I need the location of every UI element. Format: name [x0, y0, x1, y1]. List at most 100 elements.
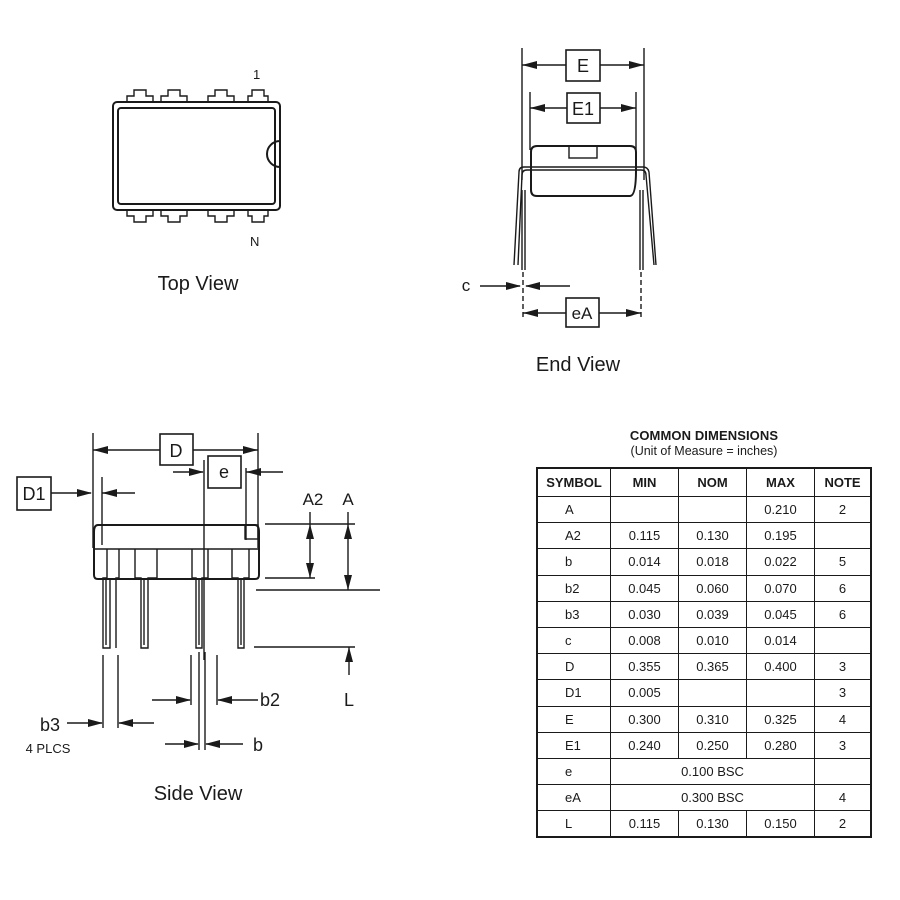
- cell-max: 0.070: [746, 574, 815, 602]
- cell-symbol: b3: [536, 600, 611, 628]
- cell-symbol: D: [536, 653, 611, 681]
- cell-note: 3: [814, 653, 872, 681]
- cell-min: 0.014: [610, 548, 679, 576]
- cell-note: [814, 522, 872, 550]
- dim-box-eA: [565, 297, 600, 328]
- cell-nom: 0.310: [678, 705, 747, 733]
- dim-box-E1: [566, 92, 601, 124]
- table-subtitle: (Unit of Measure = inches): [630, 444, 778, 458]
- package-body-inner: [117, 107, 276, 205]
- pin1-notch: [266, 140, 281, 168]
- cell-max: 0.022: [746, 548, 815, 576]
- cell-symbol: b: [536, 548, 611, 576]
- dim-label-D1: D1: [22, 484, 45, 504]
- table-title: COMMON DIMENSIONS: [629, 428, 779, 443]
- pinN-label: N: [250, 234, 259, 249]
- cell-note: 6: [814, 574, 872, 602]
- dim-label-b: b: [253, 735, 263, 755]
- header-note: NOTE: [814, 467, 872, 497]
- cell-max: 0.045: [746, 600, 815, 628]
- dim-label-eA: eA: [572, 304, 593, 323]
- cell-min: 0.115: [610, 810, 679, 838]
- bottom-pins: [126, 210, 269, 223]
- cell-max: 0.400: [746, 653, 815, 681]
- cell-min: 0.115: [610, 522, 679, 550]
- cell-note: [814, 757, 872, 786]
- dim-box-D: [159, 433, 194, 466]
- cell-min: 0.300: [610, 705, 679, 733]
- cell-symbol: e: [536, 757, 611, 786]
- cell-symbol: L: [536, 810, 611, 838]
- cell-note: 5: [814, 548, 872, 576]
- cell-max: 0.280: [746, 731, 815, 759]
- dim-label-A: A: [342, 490, 354, 509]
- end-tab: [568, 145, 598, 159]
- dim-label-A2: A2: [303, 490, 324, 509]
- cell-nom: 0.010: [678, 626, 747, 655]
- dim-label-L: L: [344, 690, 354, 710]
- dim-box-e: [207, 455, 242, 489]
- cell-min: 0.355: [610, 653, 679, 681]
- cell-nom: 0.365: [678, 653, 747, 681]
- cell-min: 0.005: [610, 679, 679, 707]
- cell-symbol: E1: [536, 731, 611, 759]
- side-view: D e D1: [16, 433, 380, 805]
- header-max: MAX: [746, 467, 815, 497]
- dim-label-E1: E1: [572, 99, 594, 119]
- cell-nom: 0.250: [678, 731, 747, 759]
- cell-max: 0.325: [746, 705, 815, 733]
- dim-label-D: D: [170, 441, 183, 461]
- side-leads: [102, 549, 250, 649]
- cell-note: 4: [814, 705, 872, 733]
- dim-label-b3-note: 4 PLCS: [26, 741, 71, 756]
- cell-note: 4: [814, 784, 872, 812]
- top-pins: [126, 89, 269, 102]
- dim-label-b2: b2: [260, 690, 280, 710]
- end-view: E E1 c eA End View: [462, 48, 657, 376]
- header-symbol: SYMBOL: [536, 467, 611, 497]
- dimensions-table-section: COMMON DIMENSIONS (Unit of Measure = inc…: [536, 428, 872, 839]
- cell-nom: 0.018: [678, 548, 747, 576]
- package-body-outer: [112, 101, 281, 211]
- cell-nom: 0.039: [678, 600, 747, 628]
- cell-min: 0.240: [610, 731, 679, 759]
- end-leads: [517, 169, 655, 266]
- cell-nom: 0.130: [678, 810, 747, 838]
- cell-min: 0.008: [610, 626, 679, 655]
- dim-label-E: E: [577, 56, 589, 76]
- top-view: 1 N Top View: [112, 67, 281, 295]
- cell-max: 0.150: [746, 810, 815, 838]
- cell-symbol: D1: [536, 679, 611, 707]
- dim-label-b3: b3: [40, 715, 60, 735]
- cell-note: 3: [814, 679, 872, 707]
- cell-note: 2: [814, 495, 872, 524]
- header-nom: NOM: [678, 467, 747, 497]
- pin1-label: 1: [253, 67, 260, 82]
- end-view-title: End View: [536, 354, 621, 376]
- dim-label-e: e: [219, 462, 229, 482]
- cell-note: 6: [814, 600, 872, 628]
- header-min: MIN: [610, 467, 679, 497]
- cell-max: 0.195: [746, 522, 815, 550]
- cell-symbol: eA: [536, 784, 611, 812]
- cell-bsc-value: 0.100 BSC: [610, 757, 815, 786]
- cell-symbol: c: [536, 626, 611, 655]
- top-view-title: Top View: [158, 273, 239, 295]
- cell-note: 3: [814, 731, 872, 759]
- table-header-row: SYMBOL MIN NOM MAX NOTE: [536, 467, 872, 497]
